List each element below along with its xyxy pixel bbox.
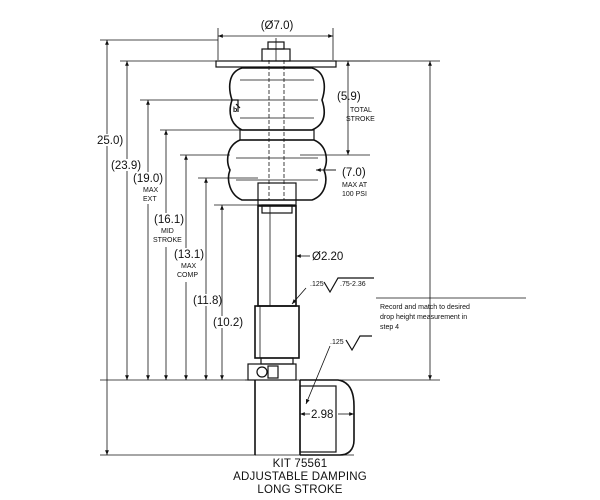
finish-lower-value: .125 xyxy=(330,339,344,346)
svg-text:b: b xyxy=(233,107,237,114)
max-comp-height-label: (13.1) xyxy=(174,249,204,261)
note-line2: drop height measurement in xyxy=(380,314,467,321)
height-23-9-label: (23.9) xyxy=(111,160,141,172)
max-at-line2: 100 PSI xyxy=(342,191,367,198)
shaft-diameter-value: Ø2.20 xyxy=(312,251,343,263)
caption-line2: ADJUSTABLE DAMPING xyxy=(233,471,367,483)
caption-line3: LONG STROKE xyxy=(257,484,343,496)
mid-stroke-line1: MID xyxy=(161,228,174,235)
total-stroke-line1: TOTAL xyxy=(350,107,372,114)
total-stroke-value: (5.9) xyxy=(337,91,361,103)
max-ext-line1: MAX xyxy=(143,187,159,194)
max-ext-line2: EXT xyxy=(143,196,157,203)
surface-finish-lower: .125 xyxy=(305,335,372,405)
total-stroke-line2: STROKE xyxy=(346,116,375,123)
max-comp-line1: MAX xyxy=(181,263,197,270)
lower-bracket xyxy=(254,379,355,456)
note-line3: step 4 xyxy=(380,324,399,331)
max-at-line1: MAX AT xyxy=(342,182,368,189)
right-dimensions: (5.9) TOTAL STROKE (7.0) MAX AT 100 PSI … xyxy=(296,60,440,421)
mid-stroke-line2: STROKE xyxy=(153,237,182,244)
mid-stroke-height-label: (16.1) xyxy=(154,214,184,226)
mount-offset-value: 2.98 xyxy=(311,409,333,421)
bag-diameter-value: (7.0) xyxy=(342,167,366,179)
overall-height-label: 25.0) xyxy=(97,135,123,147)
max-ext-height-label: (19.0) xyxy=(133,173,163,185)
height-10-2-label: (10.2) xyxy=(213,317,243,329)
drawing-caption: KIT 75561 ADJUSTABLE DAMPING LONG STROKE xyxy=(0,458,600,497)
kit-number: KIT 75561 xyxy=(272,458,328,470)
height-dimensions: 25.0) (23.9) (19.0) MAX EXT (16.1) MID S… xyxy=(96,39,258,456)
shock-body xyxy=(245,205,300,381)
surface-finish-upper: .125 .75-2.36 xyxy=(291,277,374,305)
top-diameter-dimension: (Ø7.0) xyxy=(217,19,334,60)
finish-upper-range: .75-2.36 xyxy=(340,281,366,288)
height-11-8-label: (11.8) xyxy=(193,295,222,307)
drop-height-note: Record and match to desired drop height … xyxy=(376,297,526,331)
air-spring: b xyxy=(215,38,337,214)
note-line1: Record and match to desired xyxy=(380,304,470,311)
finish-upper-value: .125 xyxy=(310,281,324,288)
top-diameter-label: (Ø7.0) xyxy=(261,20,294,32)
max-comp-line2: COMP xyxy=(177,272,198,279)
